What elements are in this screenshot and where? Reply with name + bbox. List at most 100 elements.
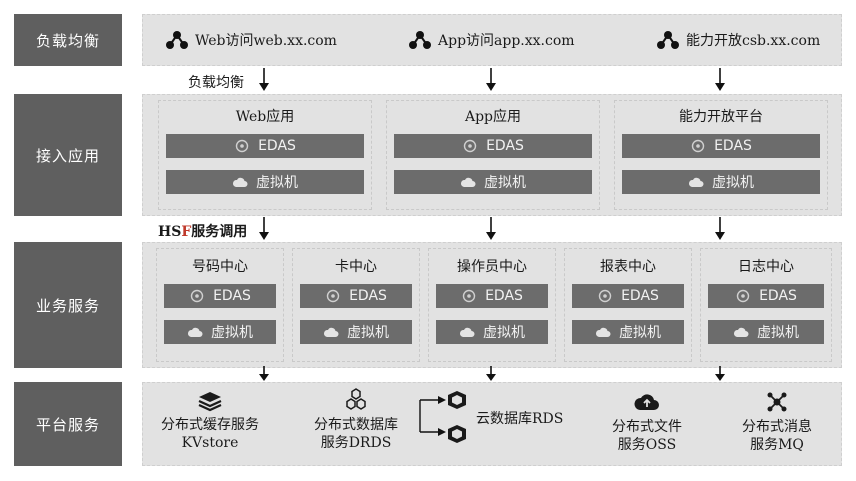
network-node-icon: [657, 31, 679, 49]
service-kvstore: 分布式缓存服务 KVstore: [150, 390, 270, 452]
service-name-line1: 分布式文件: [612, 419, 682, 435]
edas-icon: [462, 289, 476, 303]
vm-label: 虚拟机: [757, 325, 799, 341]
business-service: [700, 248, 832, 362]
service-name-line1: 分布式数据库: [314, 417, 398, 433]
edas-icon: [235, 139, 249, 153]
business-service: [292, 248, 420, 362]
down-arrow-icon: [259, 366, 269, 381]
network-node-icon: [409, 31, 431, 49]
layer-label-access: 接入应用: [14, 94, 122, 216]
edas-label: EDAS: [213, 288, 251, 304]
lb-entry-label: App访问app.xx.com: [438, 33, 575, 49]
service-name-line1: 分布式消息: [742, 419, 812, 435]
down-arrow-icon: [486, 68, 496, 91]
lb-entry-capability: 能力开放csb.xx.com: [656, 30, 820, 50]
vm-label: 虚拟机: [712, 175, 754, 191]
vm-label: 虚拟机: [484, 175, 526, 191]
vm-bar: 虚拟机: [166, 170, 364, 194]
cloud-icon: [232, 177, 248, 187]
down-arrow-icon: [715, 68, 725, 91]
edas-bar: EDAS: [300, 284, 412, 308]
app-title: App应用: [464, 109, 522, 125]
edas-label: EDAS: [485, 288, 523, 304]
service-title: 日志中心: [738, 259, 794, 275]
service-mq: 分布式消息 服务MQ: [722, 390, 832, 454]
down-arrow-icon: [486, 217, 496, 240]
down-arrow-icon: [715, 217, 725, 240]
edas-bar: EDAS: [394, 134, 592, 158]
edas-icon: [190, 289, 204, 303]
cloud-upload-icon: [634, 394, 659, 410]
vm-bar: 虚拟机: [622, 170, 820, 194]
vm-label: 虚拟机: [211, 325, 253, 341]
service-name-line2: 服务DRDS: [320, 435, 392, 451]
layer-label-business: 业务服务: [14, 242, 122, 368]
hexagon-cluster-icon: [346, 388, 366, 410]
vm-bar: 虚拟机: [394, 170, 592, 194]
message-network-icon: [767, 392, 787, 412]
stacked-layers-icon: [198, 392, 222, 412]
layer-label-load-balance: 负载均衡: [14, 14, 122, 66]
edas-bar: EDAS: [708, 284, 824, 308]
down-arrow-icon: [259, 68, 269, 91]
vm-bar: 虚拟机: [436, 320, 548, 344]
hsf-f: F: [181, 224, 192, 240]
edas-bar: EDAS: [572, 284, 684, 308]
rds-label: 云数据库RDS: [476, 411, 564, 427]
edas-icon: [691, 139, 705, 153]
edas-icon: [326, 289, 340, 303]
edas-label: EDAS: [349, 288, 387, 304]
edas-label: EDAS: [759, 288, 797, 304]
lb-entry-app: App访问app.xx.com: [408, 30, 575, 50]
down-arrow-icon: [259, 217, 269, 240]
vm-bar: 虚拟机: [300, 320, 412, 344]
vm-label: 虚拟机: [619, 325, 661, 341]
service-drds: 分布式数据库 服务DRDS: [296, 388, 416, 452]
access-app-capability: [614, 100, 828, 210]
cloud-icon: [459, 327, 475, 337]
vm-label: 虚拟机: [483, 325, 525, 341]
edas-bar: EDAS: [166, 134, 364, 158]
service-title: 号码中心: [192, 259, 248, 275]
edas-label: EDAS: [258, 138, 296, 154]
hsf-suffix: 服务调用: [191, 224, 248, 240]
edas-icon: [463, 139, 477, 153]
vm-label: 虚拟机: [347, 325, 389, 341]
access-app-web: [158, 100, 372, 210]
lb-entry-label: 能力开放csb.xx.com: [686, 33, 821, 49]
lb-entry-web: Web访问web.xx.com: [165, 30, 337, 50]
business-service: [156, 248, 284, 362]
app-title: Web应用: [235, 109, 295, 125]
cloud-icon: [460, 177, 476, 187]
cloud-icon: [688, 177, 704, 187]
vm-label: 虚拟机: [256, 175, 298, 191]
edas-label: EDAS: [714, 138, 752, 154]
service-title: 报表中心: [600, 259, 656, 275]
service-title: 操作员中心: [457, 259, 527, 275]
service-name-line1: 分布式缓存服务: [161, 417, 259, 433]
network-node-icon: [166, 31, 188, 49]
down-arrow-icon: [486, 366, 496, 381]
edas-bar: EDAS: [164, 284, 276, 308]
hsf-note: HSF服务调用: [158, 221, 247, 241]
lb-note: 负载均衡: [188, 75, 244, 91]
cloud-icon: [733, 327, 749, 337]
vm-bar: 虚拟机: [708, 320, 824, 344]
vm-bar: 虚拟机: [164, 320, 276, 344]
service-name-line2: KVstore: [181, 435, 239, 451]
cloud-icon: [187, 327, 203, 337]
layer-label-platform: 平台服务: [14, 382, 122, 466]
down-arrow-icon: [715, 366, 725, 381]
business-service: [428, 248, 556, 362]
service-name-line2: 服务OSS: [617, 437, 677, 453]
edas-bar: EDAS: [622, 134, 820, 158]
edas-bar: EDAS: [436, 284, 548, 308]
lb-entry-label: Web访问web.xx.com: [195, 33, 337, 49]
access-app-app: [386, 100, 600, 210]
service-name-line2: 服务MQ: [750, 437, 804, 453]
app-title: 能力开放平台: [679, 109, 763, 125]
edas-icon: [598, 289, 612, 303]
service-oss: 分布式文件 服务OSS: [592, 390, 702, 454]
business-service: [564, 248, 692, 362]
